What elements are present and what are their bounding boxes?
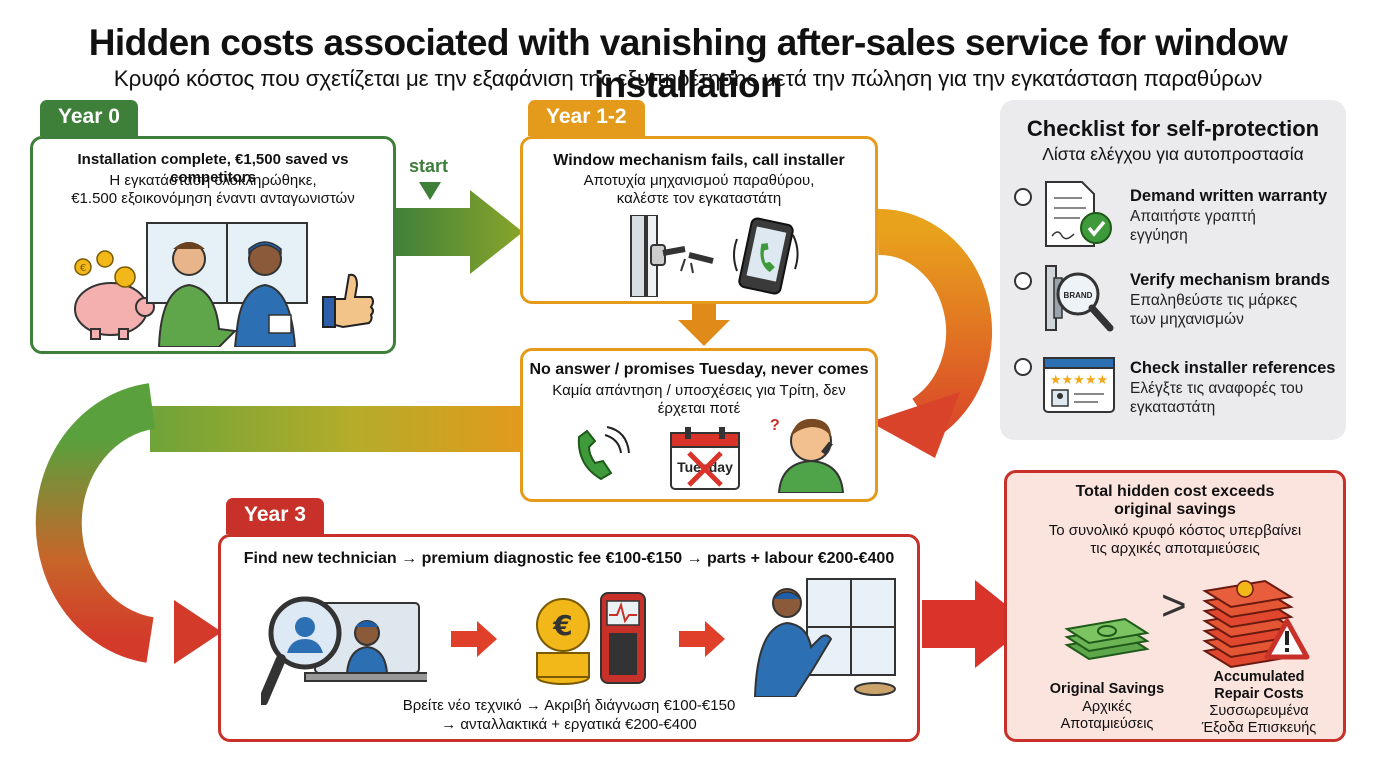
accumulated-greek-1: Συσσωρευμένα [1209, 703, 1309, 719]
question-mark: ? [770, 417, 780, 434]
technician-repair-icon [753, 578, 896, 697]
total-greek-1: Το συνολικό κρυφό κόστος υπερβαίνει [1048, 522, 1302, 539]
step-arrow-icon-2 [679, 621, 725, 657]
warranty-document-icon [1045, 181, 1112, 247]
euro-glyph: € [552, 609, 572, 642]
no-answer-box: No answer / promises Tuesday, never come… [520, 348, 878, 502]
brand-badge-text: BRAND [1064, 291, 1093, 300]
page-title: Hidden costs associated with vanishing a… [88, 22, 1288, 105]
year-1-2-box: Window mechanism fails, call installer Α… [520, 136, 878, 304]
accumulated-greek-2: Έξοδα Επισκευής [1201, 720, 1317, 736]
year-3-greek-2: → ανταλλακτικά + εργατικά €200-€400 [441, 716, 697, 733]
year-1-2-greek-2: καλέστε τον εγκαταστάτη [616, 190, 782, 207]
money-stack-icon [1064, 617, 1150, 661]
year-3-title: Find new technician → premium diagnostic… [243, 550, 895, 567]
checklist-checkbox-references[interactable] [1014, 358, 1032, 376]
year-1-2-greek-1: Αποτυχία μηχανισμού παραθύρου, [583, 172, 815, 189]
step-arrow-icon [451, 621, 497, 657]
thumbs-up-icon [322, 273, 374, 329]
checklist-item-references-title: Check installer references [1130, 359, 1336, 377]
year-0-greek-2: €1.500 εξοικονόμηση έναντι ανταγωνιστών [71, 190, 355, 207]
ringing-phone-icon [733, 217, 799, 295]
year-0-greek-1: Η εγκατάσταση ολοκληρώθηκε, [109, 172, 317, 189]
confused-person-icon [777, 418, 845, 493]
tab-year-1-2: Year 1-2 [528, 100, 645, 136]
coin-glyph: € [80, 263, 86, 274]
checklist-checkbox-brands[interactable] [1014, 272, 1032, 290]
accumulated-label-1: Accumulated [1213, 669, 1305, 685]
piggy-bank-icon: € [74, 250, 155, 340]
no-answer-greek-2: έρχεται ποτέ [657, 400, 741, 417]
start-arrow-icon [419, 182, 441, 200]
start-label: start [409, 156, 449, 176]
reviews-icon: ★★★★★ [1043, 357, 1115, 413]
checklist-item-references-sub-1: Ελέγξτε τις αναφορές του [1130, 380, 1304, 397]
total-title-1: Total hidden cost exceeds [1075, 483, 1275, 500]
brand-magnifier-icon: BRAND [1045, 265, 1114, 332]
no-answer-title: No answer / promises Tuesday, never come… [529, 361, 869, 378]
comparator-symbol: > [1161, 581, 1187, 630]
tab-year-3: Year 3 [226, 498, 324, 534]
year-0-box: Installation complete, €1,500 saved vs c… [30, 136, 396, 354]
checklist-item-warranty-title: Demand written warranty [1130, 187, 1328, 205]
fee-coins-meter-icon: € [536, 592, 646, 685]
page-subtitle: Κρυφό κόστος που σχετίζεται με την εξαφά… [113, 66, 1263, 91]
original-savings-label: Original Savings [1049, 681, 1165, 697]
year-3-greek-1: Βρείτε νέο τεχνικό → Ακριβή διάγνωση €10… [402, 697, 736, 714]
broken-handle-icon [630, 215, 714, 297]
handshake-icon [146, 222, 308, 347]
tab-year-0: Year 0 [40, 100, 138, 136]
year-1-2-title: Window mechanism fails, call installer [553, 152, 845, 169]
checklist-panel: Checklist for self-protection Λίστα ελέγ… [1000, 100, 1346, 440]
checklist-checkbox-warranty[interactable] [1014, 188, 1032, 206]
review-stars: ★★★★★ [1050, 373, 1108, 388]
total-title-2: original savings [1114, 501, 1236, 518]
checklist-subtitle: Λίστα ελέγχου για αυτοπροστασία [1042, 144, 1304, 164]
total-cost-box: Total hidden cost exceeds original savin… [1004, 470, 1346, 742]
no-answer-greek-1: Καμία απάντηση / υποσχέσεις για Τρίτη, δ… [552, 382, 846, 399]
checklist-item-brands-sub-1: Επαληθεύστε τις μάρκες [1130, 292, 1298, 309]
year-0-title: Installation complete, €1,500 saved vs c… [77, 151, 349, 186]
total-greek-2: τις αρχικές αποταμιεύσεις [1090, 540, 1260, 557]
checklist-item-warranty-sub-1: Απαιτήστε γραπτή [1130, 208, 1256, 225]
original-savings-greek-1: Αρχικές [1082, 699, 1132, 715]
accumulated-label-2: Repair Costs [1214, 686, 1304, 702]
checklist-item-references-sub-2: εγκαταστάτη [1130, 399, 1216, 416]
checklist-item-brands-sub-2: των μηχανισμών [1130, 311, 1244, 328]
calendar-icon: Tuesday [670, 427, 740, 490]
phone-call-icon [577, 426, 630, 481]
checklist-item-warranty-sub-2: εγγύηση [1130, 227, 1188, 244]
search-technician-icon [261, 596, 427, 705]
year-3-box: Find new technician → premium diagnostic… [218, 534, 920, 742]
repair-costs-stack-icon [1202, 579, 1310, 669]
checklist-title: Checklist for self-protection [1026, 116, 1320, 141]
checklist-item-brands-title: Verify mechanism brands [1130, 271, 1330, 289]
original-savings-greek-2: Αποταμιεύσεις [1060, 716, 1154, 732]
